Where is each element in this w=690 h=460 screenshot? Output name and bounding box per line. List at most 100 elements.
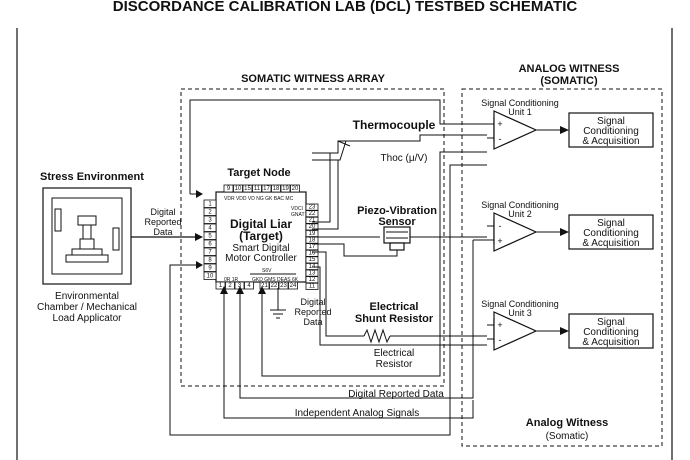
arrow-pin22-icon (258, 286, 266, 294)
chip-left-pin-7: 7 (203, 247, 217, 256)
svg-text:11: 11 (309, 284, 316, 290)
svg-text:19: 19 (309, 231, 316, 237)
svg-text:11: 11 (254, 186, 261, 192)
chip-name-2: (Target) (239, 229, 283, 243)
chip-top-pin-10: 10 (233, 184, 243, 193)
bus-digital-reported-label: Digital Reported Data (348, 389, 444, 400)
chip-left-pin-1: 1 (203, 199, 217, 208)
chip-top-pin-18: 18 (271, 184, 281, 193)
analog-witness-header-2: (SOMATIC) (540, 75, 598, 87)
environmental-chamber-icon (42, 187, 132, 285)
analog-witness-region (461, 88, 663, 447)
wire-loop-bottom (261, 151, 487, 377)
chip-left-pin-3: 3 (203, 215, 217, 224)
chip-right-pin-23: 23 (305, 203, 319, 211)
chip-bottom-pin-24: 24 (288, 281, 298, 290)
scu-unit: Unit 2 (508, 209, 532, 219)
svg-text:1: 1 (208, 202, 212, 208)
wire-thermocouple-b (312, 140, 347, 161)
chip-top-pin-15: 15 (242, 184, 253, 193)
chip-top-pin-17: 17 (261, 184, 272, 193)
chip-desc-2: Motor Controller (225, 253, 297, 264)
svg-text:15: 15 (309, 257, 316, 263)
acquisition-label-3: & Acquisition (582, 238, 639, 249)
wire-shunt-return (312, 266, 487, 346)
svg-text:20: 20 (292, 186, 299, 192)
scu-title: Signal Conditioning (481, 200, 559, 210)
chip-left-pin-4: 4 (203, 223, 217, 232)
thermocouple-label: Thermocouple (353, 118, 436, 132)
scu-input-top-sign: - (499, 221, 502, 231)
scu-input-bottom-sign: + (497, 236, 502, 246)
svg-text:2: 2 (228, 283, 232, 289)
schematic-title: DISCORDANCE CALIBRATION LAB (DCL) TESTBE… (113, 0, 578, 15)
scu-input-bottom-sign: - (499, 134, 502, 144)
wire-pin20-up (312, 153, 331, 223)
wire-pin21-up (312, 159, 339, 230)
scu-out-arrow-icon (560, 327, 569, 335)
svg-text:5: 5 (208, 234, 212, 240)
chip-name-1: Digital Liar (230, 217, 292, 231)
output-label-2: Reported (294, 307, 331, 317)
arrow-pin4-icon (236, 286, 244, 294)
chip-right-pin-13: 13 (305, 269, 319, 277)
acquisition-label-3: & Acquisition (582, 136, 639, 147)
chip-bottom-pin-1: 1 (215, 281, 226, 290)
shunt-label-1: Electrical (370, 301, 419, 313)
svg-text:18: 18 (309, 237, 316, 243)
chip-bottom-pin-4: 4 (244, 281, 254, 290)
svg-text:12: 12 (309, 277, 316, 283)
svg-text:8: 8 (208, 258, 212, 264)
svg-text:2: 2 (208, 210, 212, 216)
svg-text:22: 22 (271, 283, 278, 289)
stress-caption-2: Chamber / Mechanical (37, 302, 137, 313)
wire-shunt-in (312, 251, 364, 337)
svg-text:23: 23 (280, 283, 287, 289)
wire-thermocouple (312, 134, 487, 154)
chip-bottom-tiny-mid: GKD GMS DEAS 6K (252, 277, 299, 283)
svg-text:21: 21 (261, 283, 268, 289)
svg-text:10: 10 (207, 274, 214, 280)
acquisition-label-1: Signal (597, 218, 625, 229)
input-arrowhead-icon (195, 233, 203, 241)
scu-input-bottom-sign: - (499, 335, 502, 345)
chip-left-pin-10: 10 (203, 271, 217, 280)
acquisition-label-1: Signal (597, 317, 625, 328)
chip-bottom-pin-2: 2 (225, 281, 235, 290)
resistor-zigzag-icon (363, 328, 391, 344)
acquisition-label-1: Signal (597, 116, 625, 127)
acquisition-label-2: Conditioning (583, 327, 639, 338)
svg-text:24: 24 (290, 283, 297, 289)
input-label-1: Digital (150, 207, 175, 217)
chip-bottom-tiny-left: 0R 1R (224, 277, 239, 283)
chip-left-pin-2: 2 (203, 207, 217, 216)
chip-top-pin-20: 20 (290, 184, 300, 193)
thoc-label: Thoc (μ/V) (381, 153, 428, 164)
chip-left-pin-8: 8 (203, 255, 217, 264)
wire-piezo-return (312, 243, 398, 257)
chip-right-pin-16: 16 (305, 249, 319, 257)
scu-title: Signal Conditioning (481, 98, 559, 108)
svg-text:9: 9 (227, 186, 231, 192)
chip-right-pin-19: 19 (305, 229, 319, 237)
analog-witness-footer-2: (Somatic) (546, 431, 589, 442)
svg-text:10: 10 (235, 186, 242, 192)
input-label-3: Data (153, 227, 172, 237)
chip-bottom-pin-22: 22 (269, 281, 279, 290)
chip-bottom-pin-21: 21 (259, 281, 270, 290)
stress-caption-1: Environmental (55, 291, 119, 302)
piezo-base (389, 242, 405, 251)
scu-out-arrow-icon (560, 228, 569, 236)
svg-text:3: 3 (238, 283, 242, 289)
chip-right-pin-12: 12 (305, 276, 319, 284)
target-node-header: Target Node (227, 167, 290, 179)
chip-right-pin-21: 21 (305, 216, 319, 224)
